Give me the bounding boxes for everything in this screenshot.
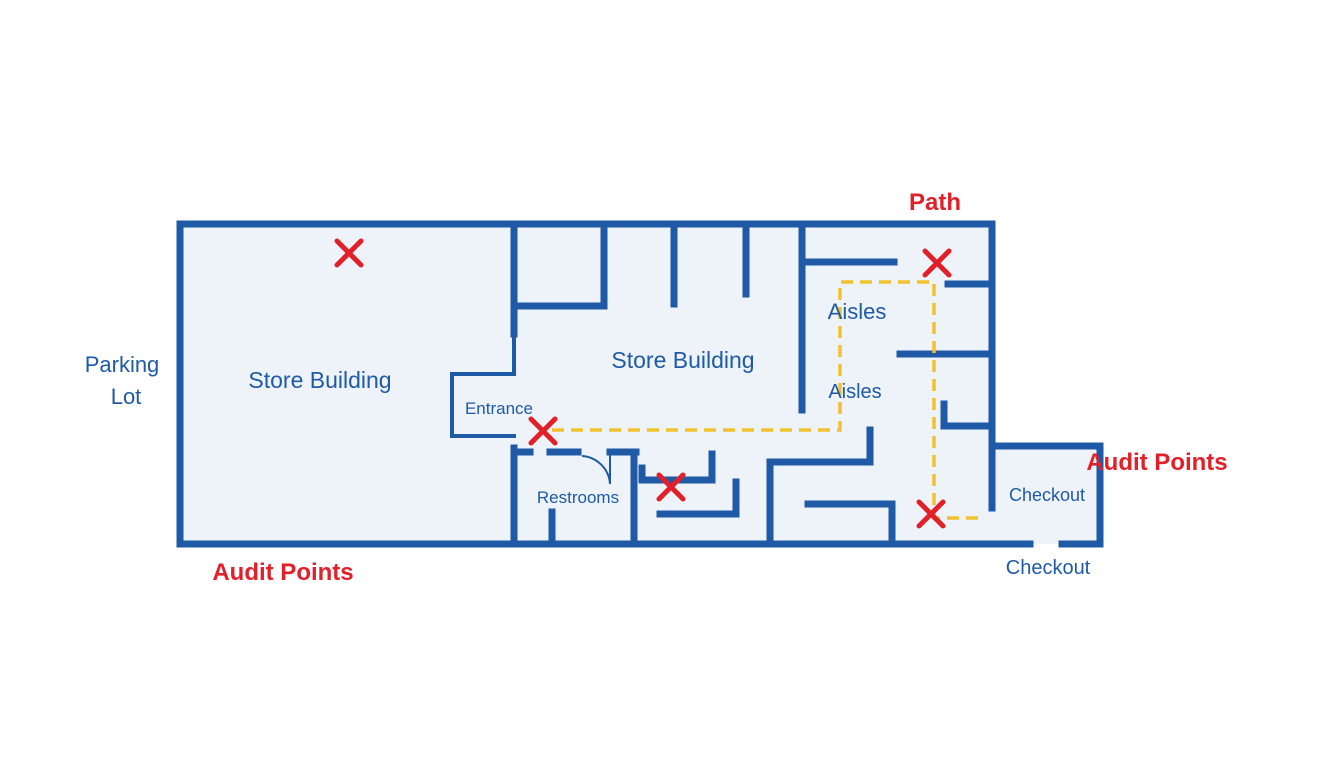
audit-path [552, 280, 984, 520]
path-label: Path [909, 189, 961, 216]
floor-area [180, 224, 1100, 544]
entrance-walls [450, 220, 518, 548]
right-interior-walls [896, 280, 996, 512]
x-mark-icon [334, 238, 364, 268]
x-mark-icon [922, 248, 952, 278]
entrance-label: Entrance [465, 399, 533, 418]
audit-points-label: Audit Points [1086, 449, 1227, 476]
aisles-label: Aisles [828, 381, 881, 403]
parking-lot-label: Parking [85, 352, 160, 377]
checkout-label: Checkout [1009, 485, 1085, 505]
checkout-label: Checkout [1006, 557, 1091, 579]
restrooms-label: Restrooms [537, 488, 619, 507]
aisles-label: Aisles [828, 299, 887, 324]
x-mark-icon [916, 499, 946, 529]
restroom-walls [514, 448, 640, 544]
store-building-label: Store Building [248, 367, 391, 393]
store-building-label: Store Building [611, 347, 754, 373]
x-mark-icon [528, 416, 558, 446]
top-interior-walls [514, 224, 898, 414]
audit-points-label: Audit Points [212, 559, 353, 586]
x-mark-icon [656, 472, 686, 502]
parking-lot-label: Lot [111, 384, 142, 409]
